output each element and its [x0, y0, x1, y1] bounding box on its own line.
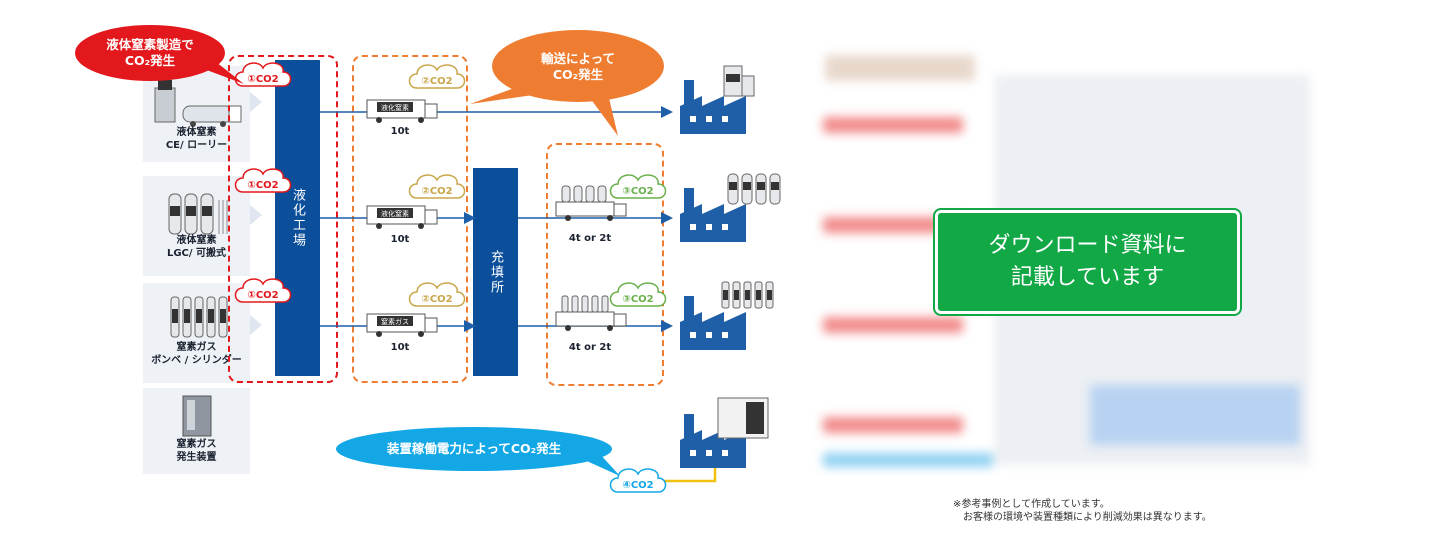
cylinder-icon — [721, 281, 774, 309]
svg-text:液化窒素: 液化窒素 — [381, 209, 409, 218]
production-callout-tail — [196, 62, 244, 84]
svg-text:①CO2: ①CO2 — [247, 290, 278, 301]
source-arrow — [250, 92, 262, 112]
svg-text:液化窒素: 液化窒素 — [381, 103, 409, 112]
cta-line2: 記載しています — [1010, 265, 1165, 290]
source-arrow — [250, 315, 262, 335]
svg-text:②CO2: ②CO2 — [421, 294, 452, 305]
filling-station: 充填所 — [473, 168, 518, 376]
svg-text:③CO2: ③CO2 — [622, 294, 653, 305]
co2-cloud-icon: ③CO2 — [609, 174, 667, 199]
source-card-cylinder: 窒素ガス ボンベ / シリンダー — [143, 283, 250, 383]
blurred-chip — [825, 55, 975, 81]
co2-cloud-icon: ①CO2 — [234, 168, 292, 193]
source-label-lgc: 液体窒素 LGC/ 可搬式 — [166, 235, 227, 259]
svg-text:窒素ガス: 窒素ガス — [381, 317, 409, 326]
factory-icon — [680, 80, 746, 134]
nitrogen-generator-icon — [182, 395, 212, 437]
co2-cloud-icon: ③CO2 — [609, 282, 667, 307]
source-card-ce-lorry: 液体窒素 CE/ ローリー — [143, 66, 250, 162]
production-callout-shape — [75, 25, 225, 81]
production-callout-line1: 液体窒素製造で — [106, 37, 194, 52]
svg-text:①CO2: ①CO2 — [247, 180, 278, 191]
source-label-generator: 窒素ガス 発生装置 — [176, 439, 217, 463]
truck-icon: 液化窒素 — [366, 99, 438, 123]
co2-cloud-icon: ②CO2 — [408, 64, 466, 89]
lgc-icon — [727, 173, 781, 205]
blurred-red-value — [823, 317, 963, 333]
blurred-blue-bar — [823, 453, 993, 467]
footnote: ※参考事例として作成しています。 お客様の環境や装置種類により削減効果は異なりま… — [953, 498, 1212, 524]
power-callout-tail — [580, 452, 620, 476]
blurred-red-value — [823, 117, 963, 133]
co2-cloud-icon: ①CO2 — [234, 278, 292, 303]
source-card-generator: 窒素ガス 発生装置 — [143, 388, 250, 474]
factory-icon — [680, 414, 746, 468]
transport-callout: 輸送によって CO₂発生 — [505, 51, 651, 83]
svg-text:②CO2: ②CO2 — [421, 76, 452, 87]
power-callout: 装置稼働電力によってCO₂発生 — [386, 441, 562, 456]
svg-text:②CO2: ②CO2 — [421, 186, 452, 197]
download-cta-banner[interactable]: ダウンロード資料に 記載しています — [935, 210, 1240, 314]
power-callout-shape — [336, 427, 612, 471]
truck-icon: 液化窒素 — [366, 205, 438, 229]
source-label-cylinder: 窒素ガス ボンベ / シリンダー — [151, 342, 242, 366]
co2-cloud-icon: ②CO2 — [408, 174, 466, 199]
source-label-ce: 液体窒素 CE/ ローリー — [165, 127, 228, 151]
small-truck-capacity: 4t or 2t — [568, 342, 612, 353]
svg-text:④CO2: ④CO2 — [622, 480, 653, 491]
small-truck-icon — [555, 295, 627, 331]
transport-callout-line2: CO₂発生 — [552, 67, 604, 82]
factory-icon — [680, 188, 746, 242]
svg-text:①CO2: ①CO2 — [247, 74, 278, 85]
truck-capacity: 10t — [390, 126, 410, 137]
svg-text:③CO2: ③CO2 — [622, 186, 653, 197]
transport-callout-tail — [590, 94, 618, 136]
blurred-red-value — [823, 217, 963, 233]
generator-unit-icon — [717, 397, 769, 439]
truck-icon: 窒素ガス — [366, 313, 438, 337]
power-line — [660, 468, 717, 483]
liquefaction-plant: 液化工場 — [275, 60, 320, 376]
source-card-lgc: 液体窒素 LGC/ 可搬式 — [143, 176, 250, 276]
transport-callout-line1: 輸送によって — [540, 51, 615, 66]
transport-callout-tail — [470, 86, 540, 104]
production-callout-line2: CO₂発生 — [124, 53, 176, 68]
truck-capacity: 10t — [390, 234, 410, 245]
source-arrow — [250, 205, 262, 225]
co2-cloud-icon: ②CO2 — [408, 282, 466, 307]
blurred-blue-lines — [1090, 385, 1300, 445]
footnote-line2: お客様の環境や装置種類により削減効果は異なります。 — [963, 512, 1212, 523]
ce-tank-icon — [723, 65, 755, 97]
small-truck-icon — [555, 185, 627, 221]
co2-cloud-icon: ④CO2 — [609, 468, 667, 493]
production-callout: 液体窒素製造で CO₂発生 — [80, 37, 220, 69]
production-dashed-box — [228, 55, 338, 383]
footnote-line1: ※参考事例として作成しています。 — [953, 499, 1110, 510]
transport-callout-shape — [492, 30, 664, 102]
co2-cloud-icon: ①CO2 — [234, 62, 292, 87]
gas-cylinder-icon — [170, 296, 228, 338]
cta-line1: ダウンロード資料に — [988, 233, 1187, 258]
truck-capacity: 10t — [390, 342, 410, 353]
transport2-dashed-box — [546, 143, 664, 386]
factory-icon — [680, 296, 746, 350]
small-truck-capacity: 4t or 2t — [568, 233, 612, 244]
lgc-container-icon — [168, 193, 228, 235]
blurred-red-value — [823, 417, 963, 433]
